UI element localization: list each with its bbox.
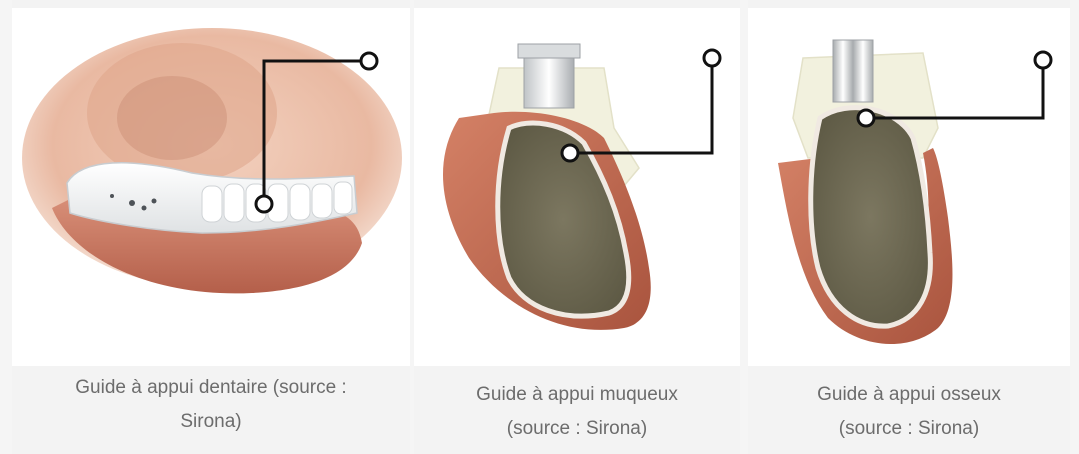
- callout-marker-1b: [361, 53, 377, 69]
- panel-dental-guide: Guide à appui dentaire (source : Sirona): [12, 0, 410, 454]
- callout-marker-3a: [858, 110, 874, 126]
- callout-marker-1a: [256, 196, 272, 212]
- callout-marker-2b: [704, 50, 720, 66]
- bone-guide-image: [748, 8, 1070, 366]
- teeth-row: [202, 182, 352, 222]
- metal-sleeve: [833, 40, 873, 102]
- caption-dental-guide: Guide à appui dentaire (source : Sirona): [12, 371, 410, 439]
- caption-mucosa-line1: Guide à appui muqueux: [414, 378, 740, 412]
- dental-guide-image: [12, 8, 410, 366]
- palate-inner: [117, 76, 227, 160]
- bone-section: [811, 108, 931, 327]
- caption-mucosa-guide: Guide à appui muqueux (source : Sirona): [414, 378, 740, 446]
- mucosa-guide-image: [414, 8, 740, 366]
- panel-mucosa-guide: Guide à appui muqueux (source : Sirona): [414, 0, 740, 454]
- caption-bone-line1: Guide à appui osseux: [748, 378, 1070, 412]
- dental-guide-illustration: [12, 8, 410, 366]
- bone-guide-illustration: [748, 8, 1070, 366]
- caption-mucosa-line2: (source : Sirona): [414, 412, 740, 446]
- panel-bone-guide: Guide à appui osseux (source : Sirona): [748, 0, 1070, 454]
- callout-marker-2a: [562, 145, 578, 161]
- caption-dental-line2: Sirona): [12, 405, 410, 439]
- caption-bone-guide: Guide à appui osseux (source : Sirona): [748, 378, 1070, 446]
- caption-bone-line2: (source : Sirona): [748, 412, 1070, 446]
- mucosa-guide-illustration: [414, 8, 740, 366]
- callout-marker-3b: [1035, 52, 1051, 68]
- metal-sleeve-cap: [518, 44, 580, 58]
- caption-dental-line1: Guide à appui dentaire (source :: [12, 371, 410, 405]
